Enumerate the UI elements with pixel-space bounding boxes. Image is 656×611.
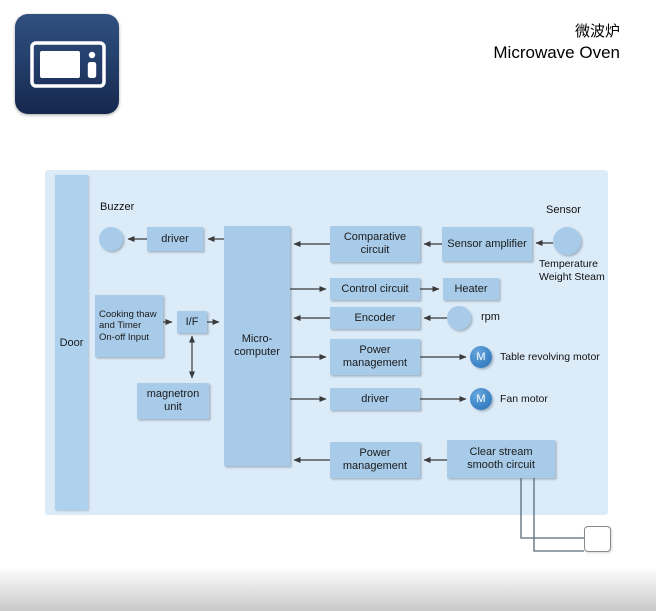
interface-box: I/F <box>177 311 207 333</box>
title-english: Microwave Oven <box>493 43 620 63</box>
power-management-top-box: Power management <box>330 339 420 375</box>
sensor-label: Sensor <box>546 204 581 216</box>
buzzer-circle <box>99 227 123 251</box>
magnetron-label: magnetron unit <box>146 388 200 413</box>
control-circuit-label: Control circuit <box>341 282 409 295</box>
heater-label: Heater <box>454 282 488 295</box>
encoder-label: Encoder <box>354 311 396 324</box>
title-chinese: 微波炉 <box>574 23 620 40</box>
sensor-amplifier-box: Sensor amplifier <box>442 227 532 261</box>
sensor-types-label: Temperature Weight Steam <box>539 258 605 284</box>
microcomputer-box: Micro-computer <box>224 226 290 466</box>
sensor-amplifier-label: Sensor amplifier <box>447 237 527 250</box>
fan-motor-symbol: M <box>476 393 486 405</box>
rpm-label: rpm <box>481 311 500 323</box>
power-plug <box>584 526 611 552</box>
fan-motor-circle: M <box>470 388 492 410</box>
clear-stream-label: Clear stream smooth circuit <box>467 446 535 471</box>
heater-box: Heater <box>443 278 499 300</box>
driver-bottom-label: driver <box>361 392 389 405</box>
cooking-input-box: Cooking thaw and Timer On-off Input <box>95 295 163 357</box>
control-circuit-box: Control circuit <box>330 278 420 300</box>
door-bar: Door <box>55 175 88 510</box>
driver-top-label: driver <box>161 232 189 245</box>
encoder-box: Encoder <box>330 307 420 329</box>
microwave-logo <box>15 14 119 114</box>
buzzer-label: Buzzer <box>100 201 135 213</box>
microcomputer-label: Micro-computer <box>234 333 280 358</box>
comparative-circuit-box: Comparative circuit <box>330 226 420 262</box>
power-management-bottom-label: Power management <box>342 447 408 472</box>
microwave-icon <box>30 41 106 88</box>
rpm-circle <box>447 306 471 330</box>
power-management-bottom-box: Power management <box>330 442 420 478</box>
driver-bottom-box: driver <box>330 388 420 410</box>
interface-label: I/F <box>185 315 199 328</box>
page-title: 微波炉 Microwave Oven <box>493 22 620 65</box>
table-motor-circle: M <box>470 346 492 368</box>
clear-stream-box: Clear stream smooth circuit <box>447 440 555 478</box>
driver-top-box: driver <box>147 227 203 251</box>
fan-motor-label: Fan motor <box>500 393 548 405</box>
footer-gradient <box>0 567 656 611</box>
table-motor-symbol: M <box>476 351 486 363</box>
sensor-circle <box>553 227 581 255</box>
table-motor-label: Table revolving motor <box>500 351 600 363</box>
cooking-input-label: Cooking thaw and Timer On-off Input <box>99 309 157 343</box>
magnetron-box: magnetron unit <box>137 383 209 419</box>
comparative-circuit-label: Comparative circuit <box>343 231 407 256</box>
door-label: Door <box>59 336 84 349</box>
power-management-top-label: Power management <box>342 344 408 369</box>
